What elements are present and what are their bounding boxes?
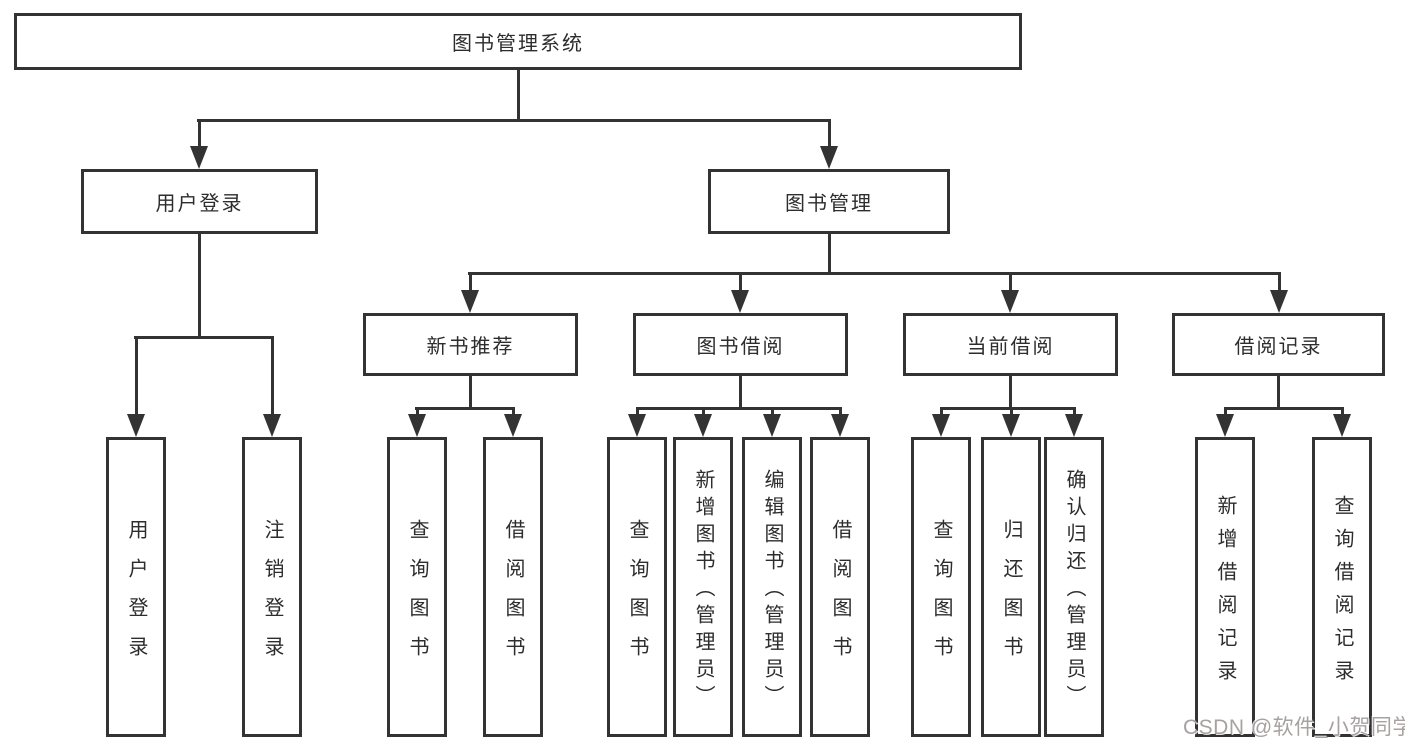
leaf-query-books-borrow: 查询图书	[607, 437, 667, 737]
csdn-watermark: CSDN @软件_小贺同学	[1183, 716, 1405, 739]
connector-leaf-drop	[1073, 407, 1076, 417]
leaf-logout: 注销登录	[242, 437, 302, 737]
node-book-management-label: 图书管理	[785, 193, 873, 215]
connector-leaf-drop	[636, 407, 639, 417]
node-new-book-recommend-label: 新书推荐	[426, 336, 515, 358]
connector-recommend-group-hbar	[415, 407, 515, 410]
leaf-edit-book-admin: 编辑图书（管理员）	[742, 437, 802, 737]
arrow-down-icon	[1270, 290, 1288, 313]
node-book-borrow-label: 图书借阅	[696, 336, 785, 358]
connector-leaf-drop	[702, 407, 705, 417]
leaf-confirm-return-admin-label: 确认归还（管理员）	[1063, 469, 1085, 712]
connector-drop-current-borrow	[1009, 272, 1012, 293]
connector-drop-book-borrow	[739, 272, 742, 293]
connector-level3-hbar	[468, 272, 1281, 275]
arrow-down-icon	[628, 414, 646, 437]
leaf-query-books-recommend-label: 查询图书	[406, 518, 428, 675]
connector-leaf-drop	[771, 407, 774, 417]
arrow-down-icon	[1216, 414, 1234, 437]
connector-drop-book-management	[828, 119, 831, 149]
arrow-down-icon	[127, 414, 145, 437]
connector-drop-borrow-records	[1278, 272, 1281, 293]
node-book-management: 图书管理	[708, 169, 950, 234]
connector-leaf-drop	[839, 407, 842, 417]
connector-new-book-recommend-stem	[469, 376, 472, 410]
arrow-down-icon	[932, 414, 950, 437]
leaf-query-books-recommend: 查询图书	[387, 437, 447, 737]
arrow-down-icon	[1065, 414, 1083, 437]
connector-user-group-hbar	[134, 336, 274, 339]
connector-records-group-hbar	[1224, 407, 1344, 410]
arrow-down-icon	[408, 414, 426, 437]
arrow-down-icon	[763, 414, 781, 437]
leaf-query-borrow-record-label: 查询借阅记录	[1331, 494, 1353, 693]
arrow-down-icon	[1001, 290, 1019, 313]
arrow-down-icon	[190, 146, 208, 169]
connector-root-stem	[517, 69, 520, 122]
connector-book-borrow-stem	[739, 376, 742, 410]
leaf-query-borrow-record: 查询借阅记录	[1312, 437, 1372, 737]
connector-leaf-drop	[1010, 407, 1013, 417]
leaf-query-books-current: 查询图书	[911, 437, 971, 737]
leaf-add-borrow-record: 新增借阅记录	[1195, 437, 1255, 737]
leaf-add-book-admin-label: 新增图书（管理员）	[692, 469, 714, 712]
arrow-down-icon	[694, 414, 712, 437]
arrow-down-icon	[1333, 414, 1351, 437]
leaf-confirm-return-admin: 确认归还（管理员）	[1044, 437, 1104, 737]
leaf-logout-label: 注销登录	[261, 518, 283, 675]
node-user-login-label: 用户登录	[155, 193, 244, 215]
arrow-down-icon	[831, 414, 849, 437]
arrow-down-icon	[731, 290, 749, 313]
node-borrow-records: 借阅记录	[1172, 313, 1385, 376]
leaf-user-login-label: 用户登录	[125, 518, 147, 675]
connector-borrow-records-stem	[1277, 376, 1280, 410]
connector-leaf-drop	[1224, 407, 1227, 417]
arrow-down-icon	[263, 414, 281, 437]
leaf-add-borrow-record-label: 新增借阅记录	[1214, 494, 1236, 693]
node-book-borrow: 图书借阅	[633, 313, 848, 376]
connector-root-hbar	[197, 119, 831, 122]
leaf-borrow-books: 借阅图书	[810, 437, 870, 737]
connector-leaf-drop	[416, 407, 419, 417]
connector-current-borrow-stem	[1009, 376, 1012, 410]
leaf-return-book: 归还图书	[981, 437, 1041, 737]
leaf-return-book-label: 归还图书	[1000, 518, 1022, 675]
connector-drop-new-book-recommend	[469, 272, 472, 293]
node-user-login: 用户登录	[81, 169, 318, 234]
connector-drop-leaf-user-login	[135, 336, 138, 416]
leaf-user-login: 用户登录	[106, 437, 166, 737]
connector-leaf-drop	[1341, 407, 1344, 417]
leaf-borrow-books-recommend-label: 借阅图书	[502, 518, 524, 675]
connector-drop-leaf-logout	[271, 336, 274, 416]
arrow-down-icon	[461, 290, 479, 313]
connector-leaf-drop	[940, 407, 943, 417]
node-root: 图书管理系统	[14, 13, 1022, 70]
connector-book-management-stem	[828, 233, 831, 275]
leaf-edit-book-admin-label: 编辑图书（管理员）	[761, 469, 783, 712]
node-current-borrow: 当前借阅	[903, 313, 1118, 376]
node-new-book-recommend: 新书推荐	[363, 313, 578, 376]
connector-current-group-hbar	[940, 407, 1076, 410]
connector-borrow-group-hbar	[636, 407, 842, 410]
leaf-query-books-current-label: 查询图书	[930, 518, 952, 675]
leaf-borrow-books-recommend: 借阅图书	[483, 437, 543, 737]
leaf-query-books-borrow-label: 查询图书	[626, 518, 648, 675]
arrow-down-icon	[1002, 414, 1020, 437]
connector-leaf-drop	[512, 407, 515, 417]
leaf-add-book-admin: 新增图书（管理员）	[673, 437, 733, 737]
node-root-label: 图书管理系统	[452, 33, 584, 55]
arrow-down-icon	[820, 146, 838, 169]
arrow-down-icon	[504, 414, 522, 437]
node-borrow-records-label: 借阅记录	[1234, 336, 1323, 358]
node-current-borrow-label: 当前借阅	[966, 336, 1055, 358]
leaf-borrow-books-label: 借阅图书	[829, 518, 851, 675]
connector-user-login-stem	[198, 233, 201, 339]
connector-drop-user-login	[198, 119, 201, 149]
